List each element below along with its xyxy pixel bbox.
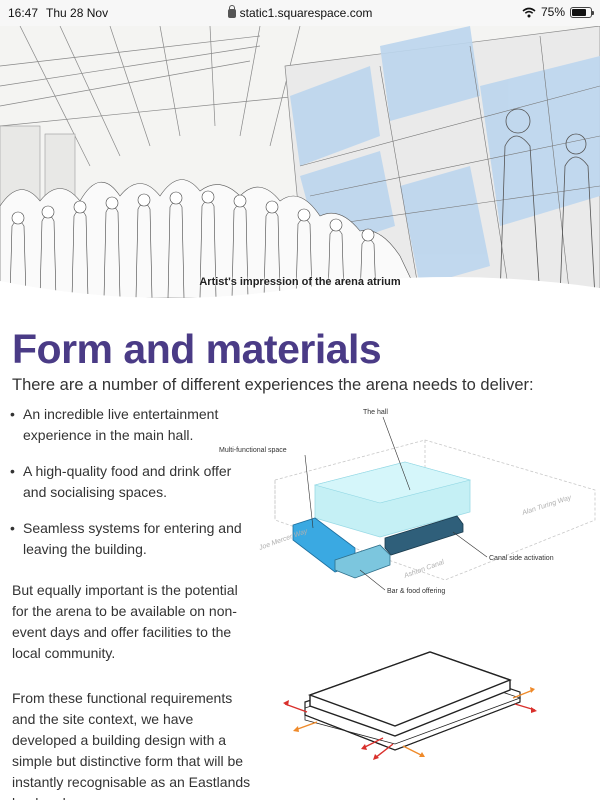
hero-illustration: Artist's impression of the arena atrium — [0, 26, 600, 298]
paragraph-design: From these functional requirements and t… — [12, 690, 251, 800]
label-multi: Multi-functional space — [219, 447, 287, 454]
status-bar: 16:47 Thu 28 Nov static1.squarespace.com… — [0, 0, 600, 26]
intro-text: There are a number of different experien… — [12, 376, 534, 394]
list-item: An incredible live entertainment experie… — [10, 404, 255, 446]
canal-side-block — [384, 515, 464, 556]
list-item: Seamless systems for entering and leavin… — [10, 518, 255, 560]
label-bar: Bar & food offering — [387, 588, 445, 595]
status-time: 16:47 — [8, 6, 39, 20]
battery-icon — [570, 6, 594, 18]
page-title: Form and materials — [12, 326, 382, 372]
arena-atrium-sketch — [0, 26, 600, 298]
paragraph-community: But equally important is the potential f… — [12, 582, 238, 661]
street-ashton: Ashton Canal — [402, 559, 445, 580]
wifi-icon — [522, 7, 536, 17]
list-item: A high-quality food and drink offer and … — [10, 461, 255, 503]
experience-list: An incredible live entertainment experie… — [10, 404, 255, 575]
label-hall: The hall — [363, 409, 388, 416]
label-canal: Canal side activation — [489, 555, 554, 562]
building-form-diagram — [283, 651, 537, 760]
functional-spaces-diagram: The hall Multi-functional space Canal si… — [219, 409, 596, 595]
bar-food-block — [334, 544, 391, 579]
status-date: Thu 28 Nov — [46, 6, 109, 20]
hero-caption: Artist's impression of the arena atrium — [199, 276, 401, 288]
street-alan: Alan Turing Way — [521, 494, 573, 517]
lock-icon — [227, 5, 236, 18]
url-text: static1.squarespace.com — [239, 6, 373, 20]
address-bar[interactable]: static1.squarespace.com — [0, 5, 600, 20]
battery-percent: 75% — [540, 5, 565, 19]
